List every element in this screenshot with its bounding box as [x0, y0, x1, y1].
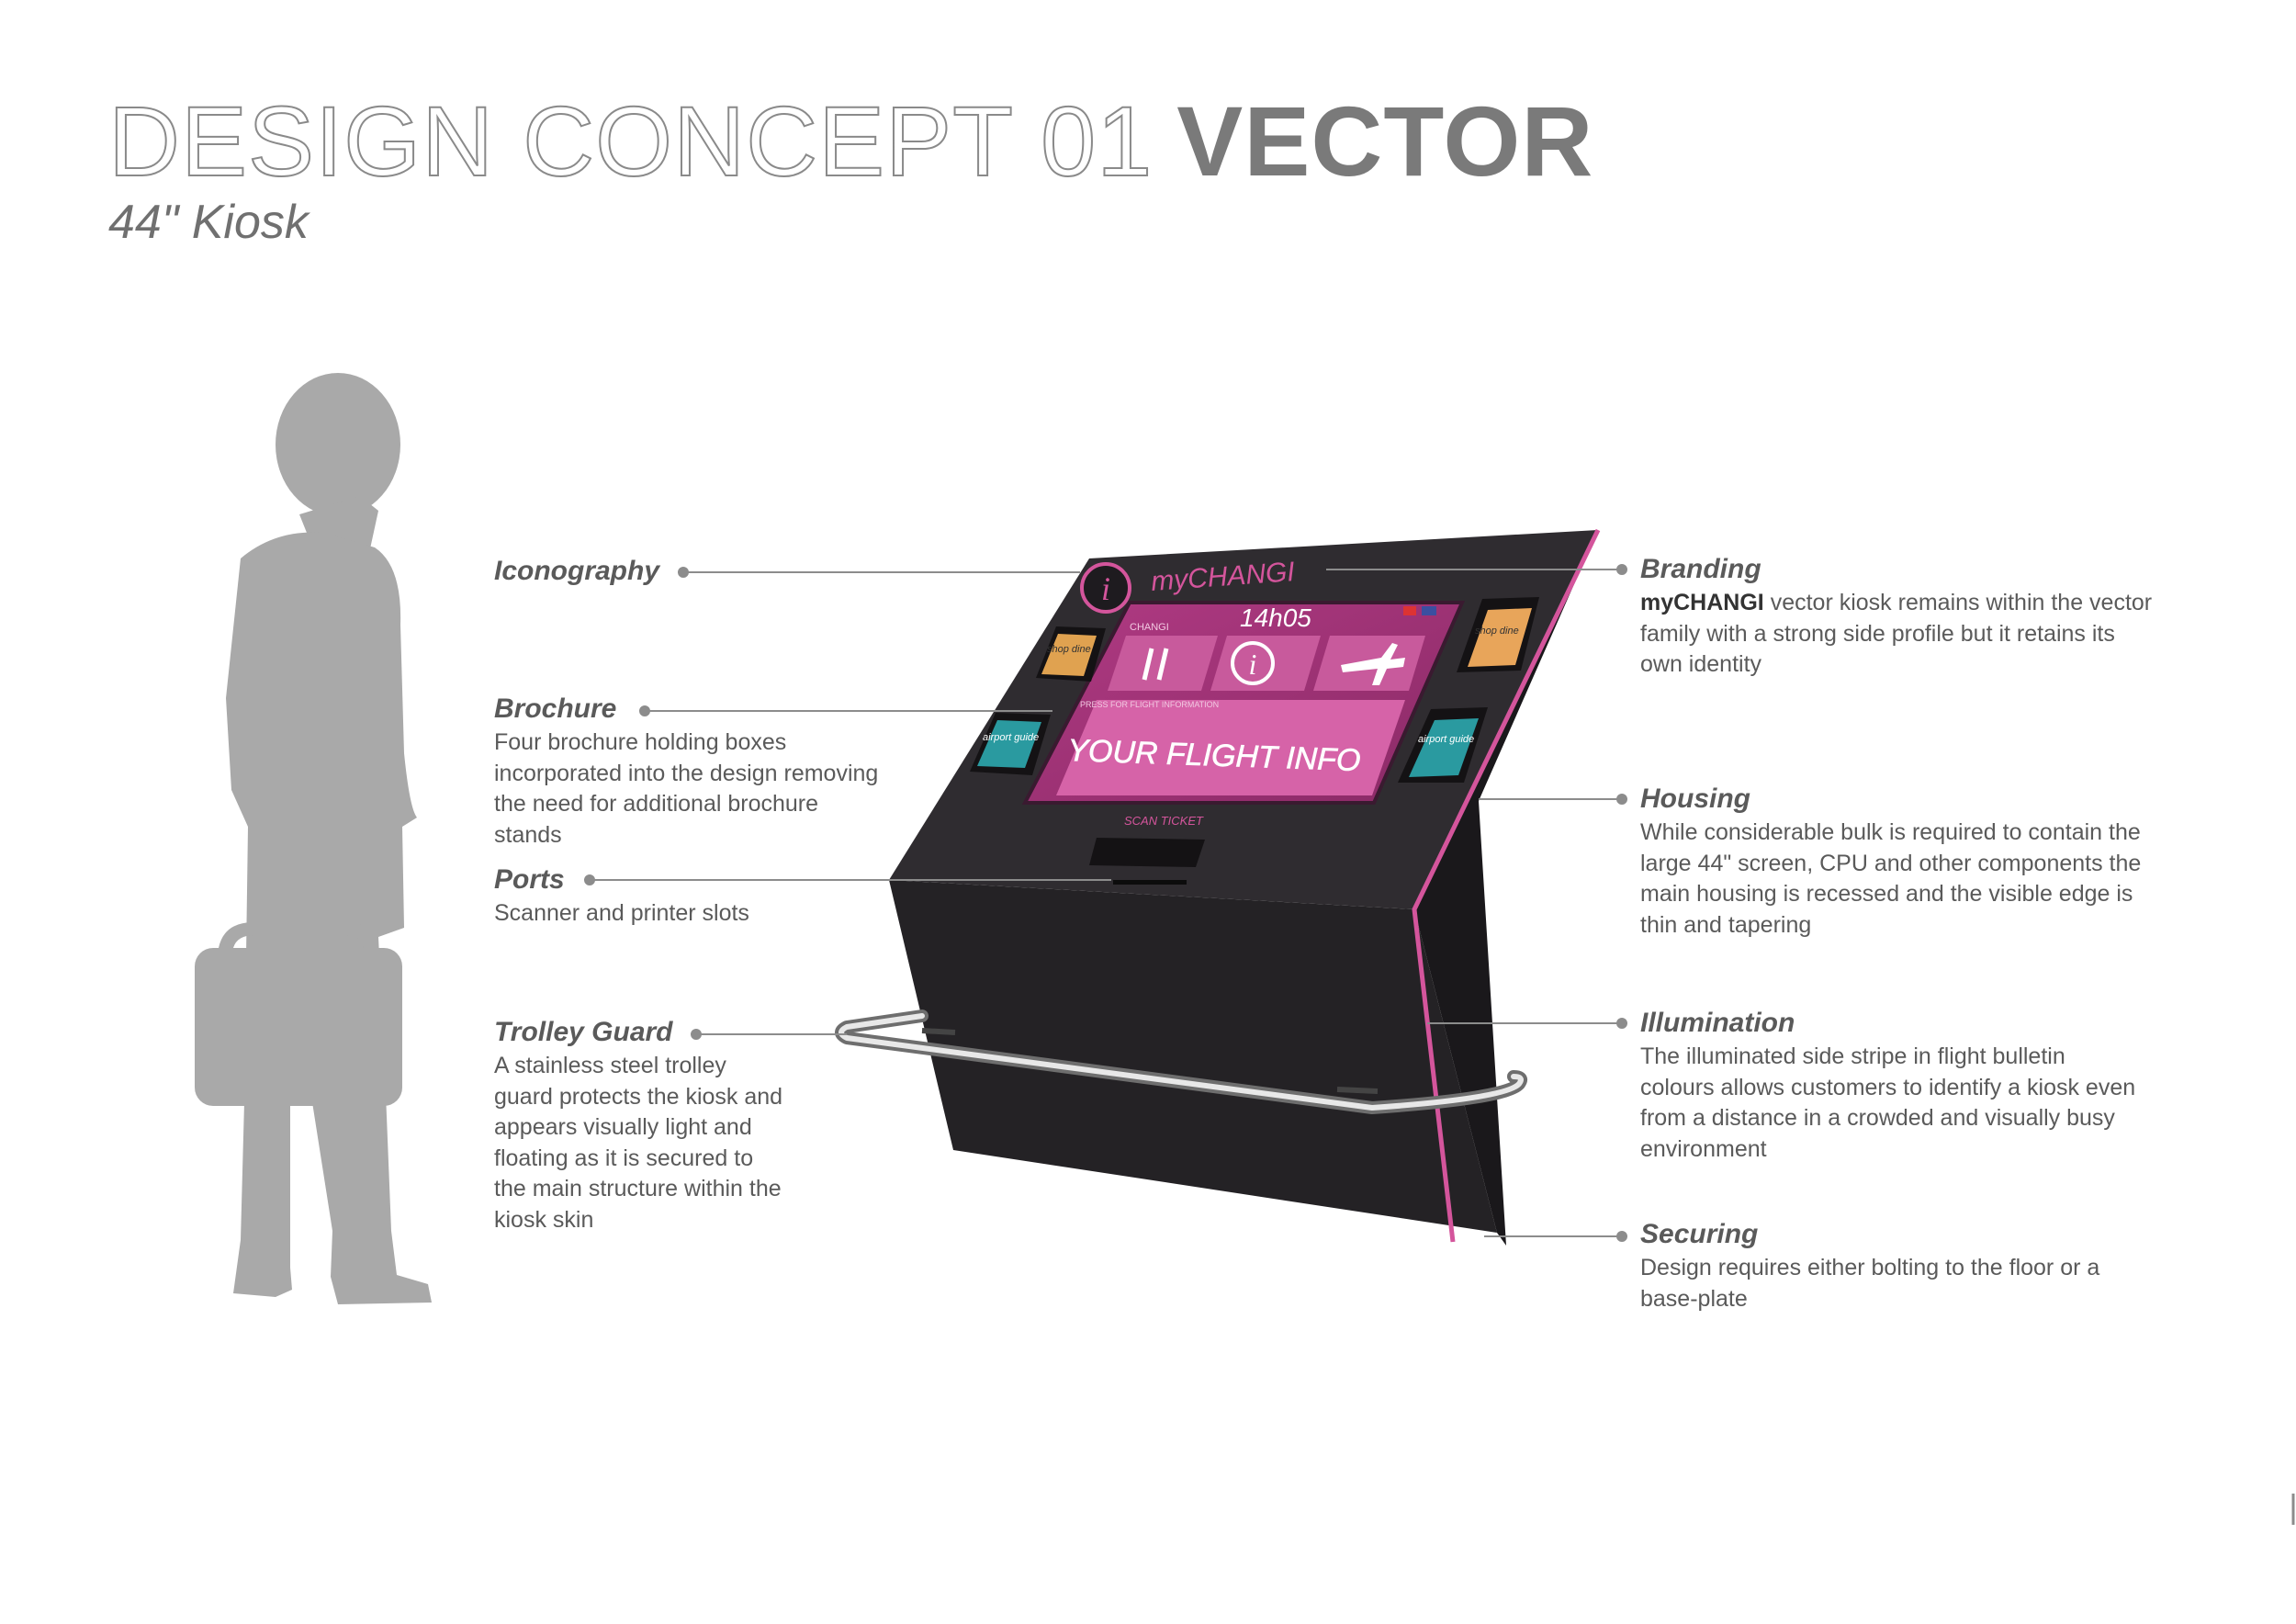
svg-text:i: i: [1249, 648, 1257, 681]
callout-brand-name: myCHANGI: [1640, 590, 1764, 615]
callout-housing: Housing While considerable bulk is requi…: [1640, 783, 2155, 941]
scan-ticket-label: SCAN TICKET: [1124, 814, 1204, 828]
callout-title: Illumination: [1640, 1008, 1795, 1038]
illumination-stripe: [1412, 528, 1601, 1243]
callout-branding: Branding myCHANGI vector kiosk remains w…: [1640, 553, 2155, 681]
callout-title: Securing: [1640, 1219, 1759, 1249]
page-title-bold: VECTOR: [1176, 85, 1594, 197]
svg-text:shop dine: shop dine: [1475, 626, 1519, 637]
callout-ports: Ports Scanner and printer slots: [494, 863, 889, 930]
trolley-guard-bar: [835, 1009, 1527, 1114]
brochure-box-bottom-left: airport guide: [970, 713, 1051, 775]
scanner-slot: [1089, 838, 1205, 867]
screen-changi-logo: CHANGI: [1130, 622, 1169, 633]
human-silhouette: [195, 373, 432, 1304]
screen-time: 14h05: [1240, 603, 1311, 632]
brochure-box-bottom-right: airport guide: [1398, 707, 1488, 783]
fork-knife-icon: [1142, 648, 1169, 681]
callout-trolley-guard: Trolley Guard A stainless steel trolley …: [494, 1016, 788, 1235]
info-tile-icon: i: [1231, 641, 1275, 685]
callout-illumination: Illumination The illuminated side stripe…: [1640, 1007, 2136, 1165]
callout-text: The illuminated side stripe in flight bu…: [1640, 1043, 2136, 1162]
flag-icon: [1403, 606, 1416, 615]
printer-slot: [1113, 880, 1187, 885]
callout-securing: Securing Design requires either bolting …: [1640, 1218, 2118, 1314]
airplane-icon: [1341, 643, 1405, 685]
kiosk-lower-body: [889, 880, 1497, 1233]
svg-text:airport guide: airport guide: [983, 732, 1039, 743]
callout-title: Housing: [1640, 784, 1750, 814]
callout-title: Trolley Guard: [494, 1017, 673, 1047]
brochure-box-top-right: shop dine: [1457, 597, 1539, 672]
callout-text: Scanner and printer slots: [494, 900, 749, 926]
svg-text:shop dine: shop dine: [1047, 644, 1091, 655]
page-title-light: DESIGN CONCEPT 01: [107, 85, 1154, 197]
kiosk-side-panel: [1414, 530, 1598, 1246]
screen-flight-panel: [1056, 700, 1405, 795]
page-subtitle: 44" Kiosk: [108, 196, 309, 249]
flag-uk-icon: [1422, 606, 1436, 615]
iconography-info-icon: i: [1080, 562, 1131, 614]
leader-lines: [584, 564, 1627, 1242]
callout-brochure: Brochure Four brochure holding boxes inc…: [494, 693, 889, 851]
callout-text: While considerable bulk is required to c…: [1640, 819, 2142, 938]
callout-text: myCHANGI vector kiosk remains within the…: [1640, 588, 2155, 681]
callout-text: Four brochure holding boxes incorporated…: [494, 729, 879, 848]
callout-iconography: Iconography: [494, 555, 889, 588]
callout-title: Brochure: [494, 694, 617, 724]
screen-hint: PRESS FOR FLIGHT INFORMATION: [1080, 700, 1219, 709]
brochure-box-top-left: shop dine: [1036, 626, 1106, 682]
callout-title: Branding: [1640, 554, 1761, 584]
kiosk-illustration: i i myCHANGI CHANGI 14h05 PRESS FOR FLIG…: [835, 528, 1601, 1246]
svg-text:i: i: [1101, 570, 1110, 607]
callout-title: Ports: [494, 864, 565, 895]
callout-text: A stainless steel trolley guard protects…: [494, 1053, 783, 1233]
callout-title: Iconography: [494, 556, 660, 586]
callout-text: Design requires either bolting to the fl…: [1640, 1255, 2100, 1312]
callout-text-body: vector kiosk remains within the vector f…: [1640, 590, 2153, 677]
svg-text:airport guide: airport guide: [1418, 734, 1474, 745]
screen-tile-info: [1210, 636, 1321, 691]
